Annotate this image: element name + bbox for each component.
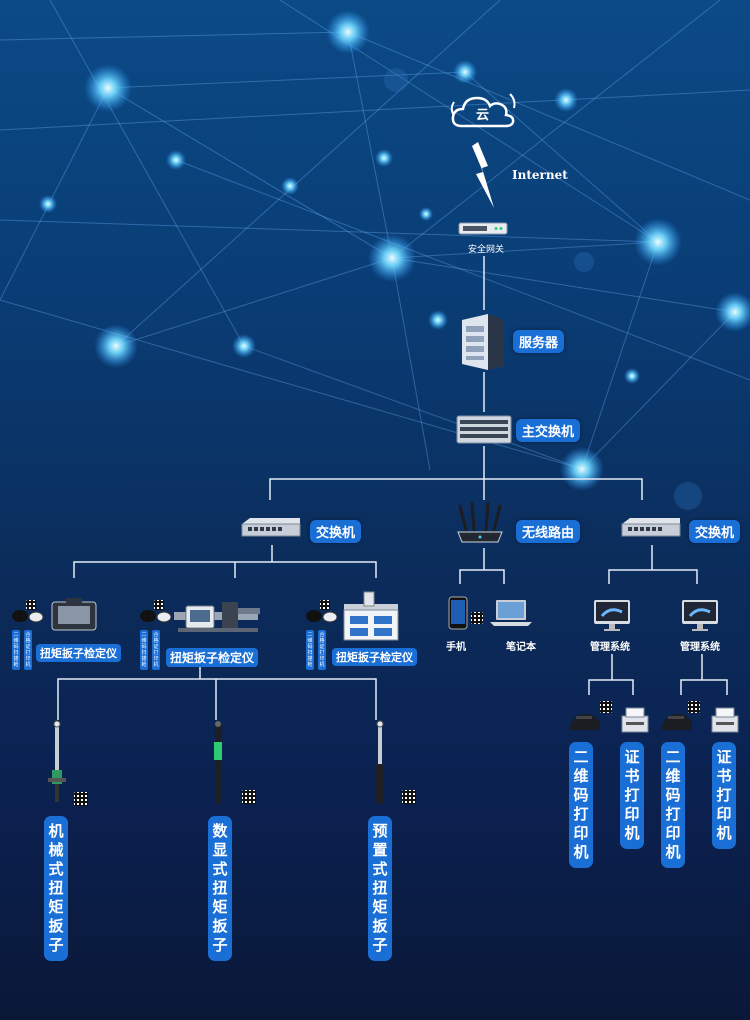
wrench-icon xyxy=(48,720,66,802)
left-switch-label: 交换机 xyxy=(310,520,362,543)
calibrator-1: 二维码扫描枪 合格证打印机 扭矩扳子检定仪 xyxy=(8,592,132,674)
main-switch-label: 主交换机 xyxy=(516,419,581,442)
right-switch-device xyxy=(620,516,682,540)
calibrator-2: 二维码扫描枪 合格证打印机 扭矩扳子检定仪 xyxy=(136,592,266,674)
wrench-label: 预置式扭矩扳子 xyxy=(368,816,392,961)
qr-printer-icon xyxy=(662,714,692,730)
qr-printer-label: 二维码打印机 xyxy=(661,742,685,868)
wrench-label: 数显式扭矩扳子 xyxy=(208,816,232,961)
router-device xyxy=(454,502,506,546)
phone-icon xyxy=(448,596,468,630)
cert-printer-icon xyxy=(621,707,649,733)
scanner-tag: 二维码扫描枪 xyxy=(140,630,148,670)
monitor-icon xyxy=(594,600,630,631)
qr-icon xyxy=(471,612,483,624)
cert-printer-label: 证书打印机 xyxy=(620,742,644,849)
scanner-icon xyxy=(306,610,338,623)
left-switch-device xyxy=(240,516,302,540)
wrench-label: 机械式扭矩扳子 xyxy=(44,816,68,961)
qr-printer-icon xyxy=(570,714,600,730)
gateway-device xyxy=(458,220,508,236)
qr-icon xyxy=(320,600,330,610)
qr-icon xyxy=(688,701,700,713)
gateway-label: 安全网关 xyxy=(468,245,505,255)
calibrator-device-icon xyxy=(51,598,97,631)
printer-tag: 合格证打印机 xyxy=(318,630,326,670)
cert-printer-icon xyxy=(711,707,739,733)
cloud-label: 云 xyxy=(476,108,490,123)
switch-icon xyxy=(241,518,301,537)
printer-tag: 合格证打印机 xyxy=(152,630,160,670)
phone-label: 手机 xyxy=(446,642,466,653)
qr-icon xyxy=(154,600,164,610)
wrench-icon xyxy=(376,720,384,804)
right-switch-label: 交换机 xyxy=(689,520,741,543)
cert-printer-label: 证书打印机 xyxy=(712,742,736,849)
qr-printer-label: 二维码打印机 xyxy=(569,742,593,868)
qr-icon xyxy=(402,790,416,804)
scanner-tag: 二维码扫描枪 xyxy=(306,630,314,670)
laptop-label: 笔记本 xyxy=(506,642,536,653)
lightning-icon xyxy=(472,142,494,208)
mgmt-label: 管理系统 xyxy=(590,642,630,653)
scanner-tag: 二维码扫描枪 xyxy=(12,630,20,670)
monitor-icon xyxy=(682,600,718,631)
scanner-icon xyxy=(140,610,172,623)
qr-icon xyxy=(600,701,612,713)
calibrator-label: 扭矩扳子检定仪 xyxy=(36,644,121,662)
laptop-icon xyxy=(490,600,532,626)
switch-icon xyxy=(621,518,681,537)
qr-icon xyxy=(26,600,36,610)
qr-icon xyxy=(242,790,256,804)
router-label: 无线路由 xyxy=(516,520,581,543)
qr-icon xyxy=(74,792,88,806)
cloud-node: 云 xyxy=(448,88,520,138)
calibrator-device-icon xyxy=(343,591,399,641)
server-label: 服务器 xyxy=(513,330,565,353)
scanner-icon xyxy=(12,610,44,623)
server-icon xyxy=(462,314,504,370)
printer-tag: 合格证打印机 xyxy=(24,630,32,670)
calibrator-label: 扭矩扳子检定仪 xyxy=(166,648,259,667)
calibrator-label: 扭矩扳子检定仪 xyxy=(332,648,417,666)
main-switch-device xyxy=(456,414,512,444)
mgmt-label: 管理系统 xyxy=(680,642,720,653)
cloud-icon xyxy=(450,93,516,128)
server-device xyxy=(458,312,508,370)
calibrator-3: 二维码扫描枪 合格证打印机 扭矩扳子检定仪 xyxy=(302,590,424,674)
calibrator-device-icon xyxy=(174,602,260,632)
main-switch-icon xyxy=(456,415,512,444)
router-icon xyxy=(457,502,503,543)
wrench-icon xyxy=(214,721,222,804)
internet-label: Internet xyxy=(512,168,568,182)
